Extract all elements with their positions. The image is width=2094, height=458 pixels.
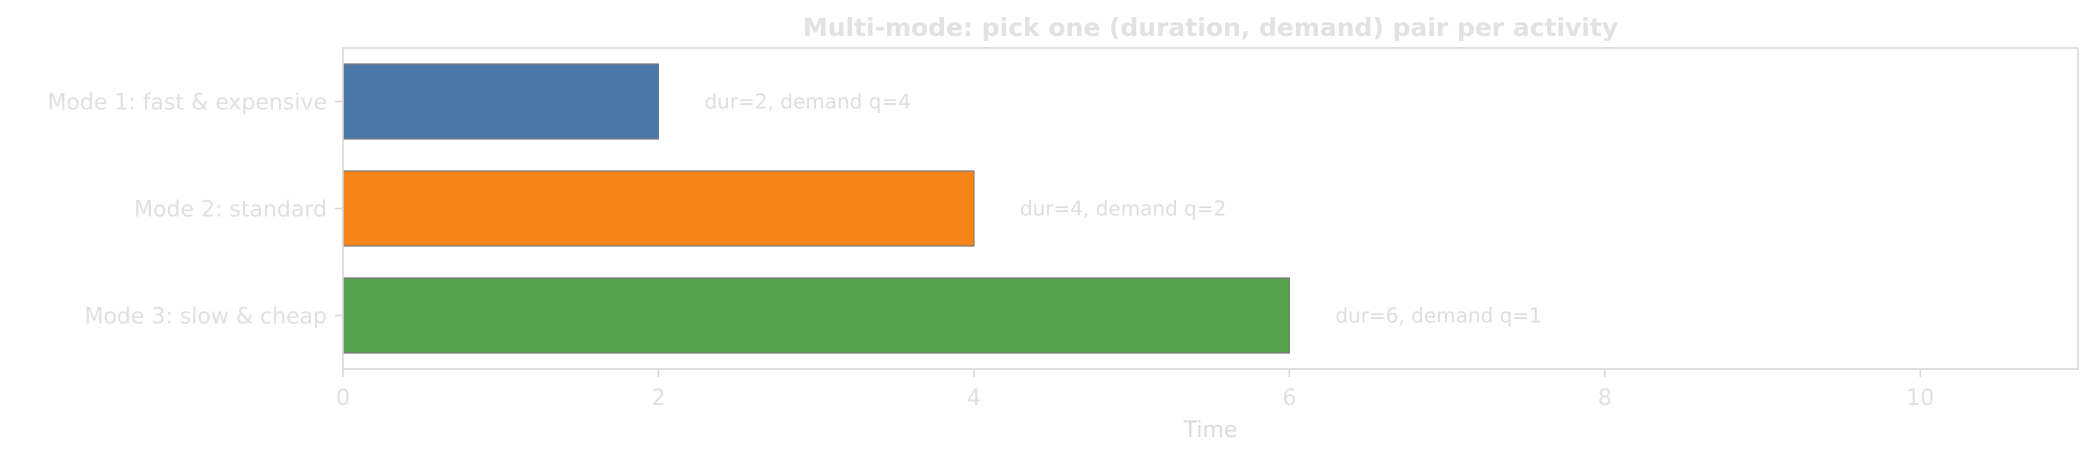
bar-mode-2	[342, 170, 975, 247]
x-tick-label-8: 8	[1598, 386, 1612, 411]
bar-mode-1	[342, 63, 660, 140]
bar-data-label-1: dur=2, demand q=4	[704, 90, 910, 114]
x-tick-label-4: 4	[967, 386, 981, 411]
x-tick-label-2: 2	[651, 386, 665, 411]
x-axis-label: Time	[1183, 418, 1238, 443]
bars-layer: dur=2, demand q=4 dur=4, demand q=2 dur=6,…	[342, 63, 1542, 354]
y-tick-label-2: Mode 2: standard	[134, 198, 327, 223]
y-tick-label-1: Mode 1: fast & expensive	[47, 91, 327, 116]
bar-mode-3	[342, 277, 1290, 354]
x-tick-label-6: 6	[1282, 386, 1296, 411]
y-tick-label-3: Mode 3: slow & cheap	[84, 305, 327, 330]
x-tick-label-10: 10	[1906, 386, 1934, 411]
x-tick-label-0: 0	[336, 386, 350, 411]
bar-data-label-2: dur=4, demand q=2	[1020, 197, 1226, 221]
chart-title: Multi-mode: pick one (duration, demand) …	[803, 13, 1618, 42]
bar-data-label-3: dur=6, demand q=1	[1335, 304, 1541, 328]
x-axis: 0 2 4 6 8 10	[336, 369, 1934, 411]
